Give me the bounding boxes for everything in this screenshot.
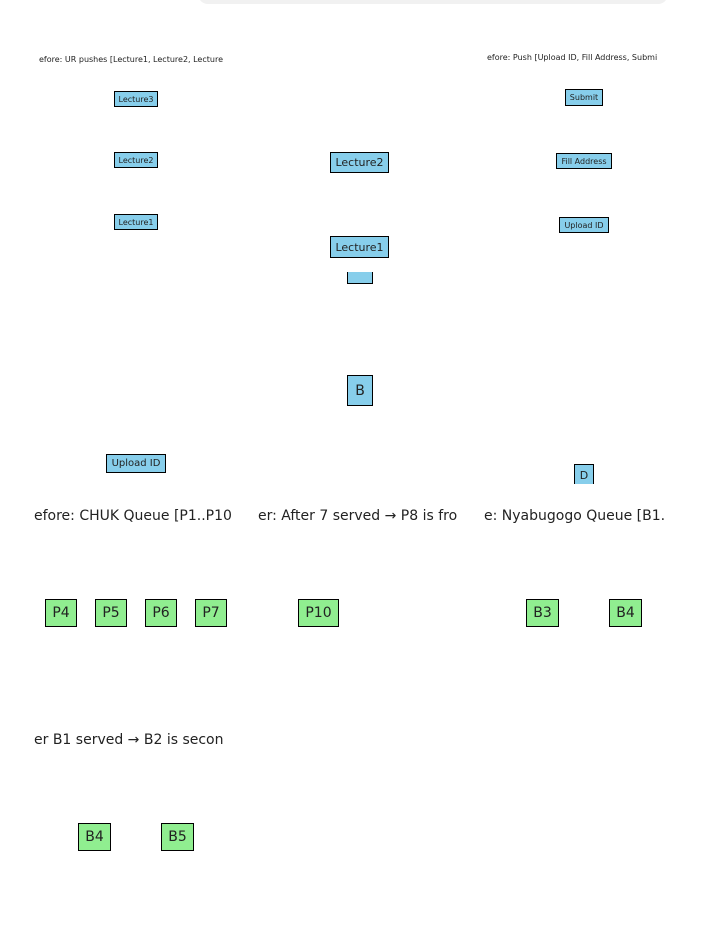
- queue-item: P6: [145, 599, 177, 627]
- stack-item-clipped: D: [574, 464, 594, 484]
- panel-title: er: After 7 served → P8 is fro: [258, 508, 458, 524]
- panel-title: er B1 served → B2 is secon: [34, 732, 224, 748]
- panel-row2-left: Upload ID: [34, 440, 238, 484]
- stack-item: Lecture3: [114, 91, 158, 107]
- stack-item: Lecture1: [330, 236, 389, 258]
- stack-item: Lecture2: [114, 152, 158, 168]
- stack-item: Upload ID: [559, 217, 609, 233]
- stack-item-clipped: [347, 272, 373, 284]
- panel-nyabugogo-queue-before: e: Nyabugogo Queue [B1. B3 B4: [484, 500, 684, 650]
- panel-chuk-queue-after: er: After 7 served → P8 is fro P10: [258, 500, 462, 650]
- queue-item: P4: [45, 599, 77, 627]
- panel-title: efore: CHUK Queue [P1..P10: [34, 508, 232, 524]
- stack-item: Fill Address: [556, 153, 612, 169]
- top-window-edge: [198, 0, 668, 4]
- panel-title: e: Nyabugogo Queue [B1.: [484, 508, 666, 524]
- queue-item: P5: [95, 599, 127, 627]
- panel-form-stack-before: efore: Push [Upload ID, Fill Address, Su…: [484, 46, 684, 246]
- stack-item: Submit: [565, 89, 603, 106]
- panel-chuk-queue-before: efore: CHUK Queue [P1..P10 P4 P5 P6 P7: [34, 500, 238, 650]
- stack-item: Lecture1: [114, 214, 158, 230]
- queue-item: B3: [526, 599, 559, 627]
- stack-item-b: B: [347, 375, 373, 406]
- panel-nyabugogo-queue-after: er B1 served → B2 is secon B4 B5: [34, 724, 238, 874]
- queue-item: B5: [161, 823, 194, 851]
- queue-item: P7: [195, 599, 227, 627]
- panel-title: efore: Push [Upload ID, Fill Address, Su…: [487, 53, 658, 62]
- panel-title: efore: UR pushes [Lecture1, Lecture2, Le…: [39, 55, 223, 64]
- queue-item: P10: [298, 599, 339, 627]
- panel-ur-stack-after: Lecture2 Lecture1: [258, 140, 462, 290]
- stack-item: Lecture2: [330, 152, 389, 173]
- stack-item: Upload ID: [106, 454, 166, 473]
- panel-ur-stack-before: efore: UR pushes [Lecture1, Lecture2, Le…: [34, 48, 238, 248]
- queue-item: B4: [609, 599, 642, 627]
- panel-row2-right: D: [484, 440, 684, 484]
- queue-item: B4: [78, 823, 111, 851]
